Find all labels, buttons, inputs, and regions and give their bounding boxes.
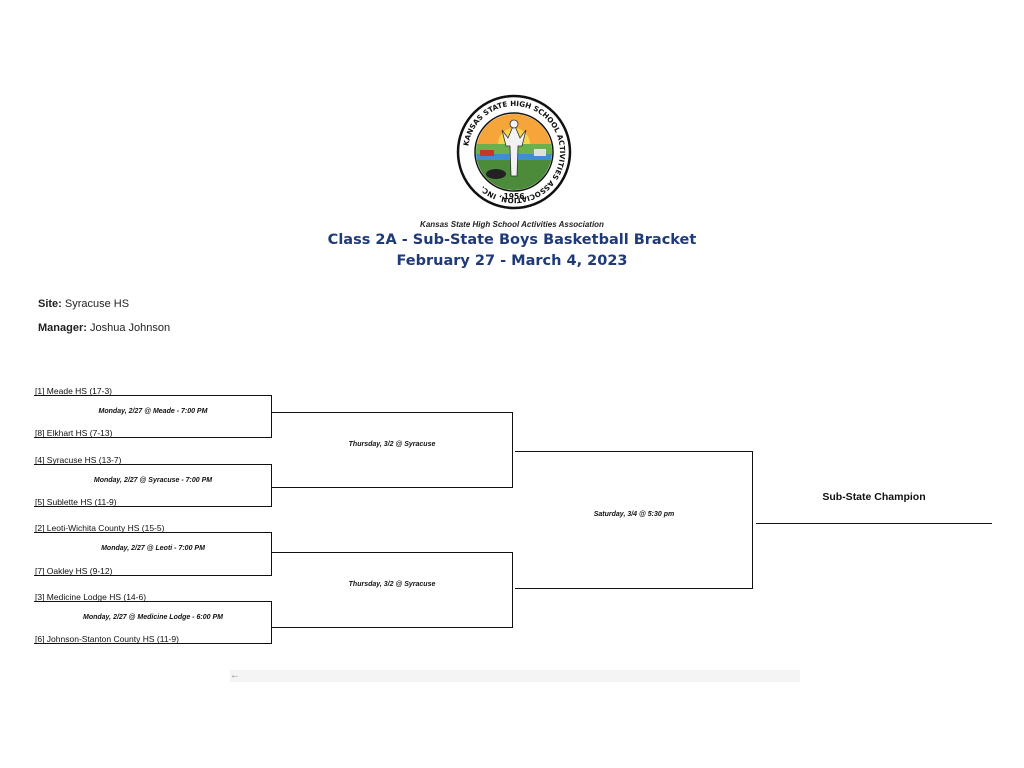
r1-game-1: Monday, 2/27 @ Meade - 7:00 PM: [98, 408, 208, 415]
logo-year: 1956: [504, 192, 525, 201]
manager-value: Joshua Johnson: [86, 322, 171, 334]
r2-line-bottom-2: [272, 627, 512, 628]
team-slot-6: [6] Johnson-Stanton County HS (11-9): [35, 634, 179, 644]
page-title: Class 2A - Sub-State Boys Basketball Bra…: [327, 232, 697, 248]
final-line-vert: [752, 451, 753, 589]
khsaa-logo: KANSAS STATE HIGH SCHOOL ACTIVITIES ASSO…: [456, 94, 572, 210]
site-label: Site:: [38, 298, 62, 310]
team-slot-3: [3] Medicine Lodge HS (14-6): [35, 592, 147, 602]
r1-line-bottom-4: [34, 643, 272, 644]
team-slot-4: [4] Syracuse HS (13-7): [35, 455, 122, 465]
r1-game-4: Monday, 2/27 @ Medicine Lodge - 6:00 PM: [83, 614, 223, 621]
team-slot-2: [2] Leoti-Wichita County HS (15-5): [35, 523, 165, 533]
r2-line-vert-2: [512, 552, 513, 628]
r1-line-vert-1: [271, 395, 272, 438]
organization-name: Kansas State High School Activities Asso…: [420, 220, 604, 229]
scroll-left-arrow-icon[interactable]: ←: [230, 670, 240, 681]
r1-game-3: Monday, 2/27 @ Leoti - 7:00 PM: [101, 545, 205, 552]
r1-line-top-1: [34, 395, 272, 396]
site-value: Syracuse HS: [61, 298, 130, 310]
r2-line-top-2: [272, 552, 512, 553]
r1-line-top-2: [34, 464, 272, 465]
manager-label: Manager:: [38, 322, 87, 334]
final-game: Saturday, 3/4 @ 5:30 pm: [593, 511, 675, 518]
r1-line-bottom-1: [34, 437, 272, 438]
manager-info: Manager: Joshua Johnson: [38, 322, 170, 334]
r1-line-top-4: [34, 601, 272, 602]
champion-line: [756, 523, 992, 524]
r2-line-vert-1: [512, 412, 513, 488]
final-line-bottom: [515, 588, 753, 589]
r1-line-vert-2: [271, 464, 272, 507]
final-line-top: [515, 451, 753, 452]
r1-line-bottom-2: [34, 506, 272, 507]
page-dates: February 27 - March 4, 2023: [396, 253, 628, 269]
team-slot-7: [7] Oakley HS (9-12): [35, 566, 113, 576]
r2-game-2: Thursday, 3/2 @ Syracuse: [348, 581, 436, 588]
r2-line-top-1: [272, 412, 512, 413]
r2-line-bottom-1: [272, 487, 512, 488]
team-slot-8: [8] Elkhart HS (7-13): [35, 428, 113, 438]
r1-line-vert-3: [271, 532, 272, 576]
site-info: Site: Syracuse HS: [38, 298, 129, 310]
horizontal-scrollbar[interactable]: [230, 670, 800, 682]
team-slot-5: [5] Sublette HS (11-9): [35, 497, 117, 507]
r1-game-2: Monday, 2/27 @ Syracuse - 7:00 PM: [93, 477, 213, 484]
r1-line-top-3: [34, 532, 272, 533]
champion-label: Sub-State Champion: [822, 491, 926, 503]
team-slot-1: [1] Meade HS (17-3): [35, 386, 113, 396]
r1-line-bottom-3: [34, 575, 272, 576]
r2-game-1: Thursday, 3/2 @ Syracuse: [348, 441, 436, 448]
r1-line-vert-4: [271, 601, 272, 644]
